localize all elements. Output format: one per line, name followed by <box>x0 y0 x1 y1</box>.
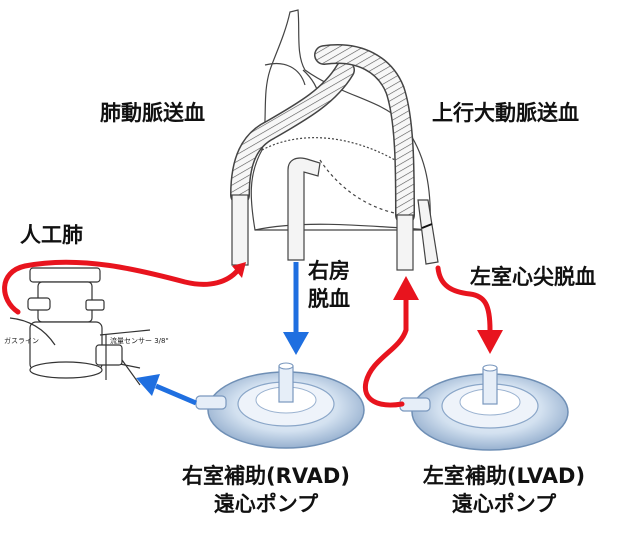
label-pulmonary-artery-return: 肺動脈送血 <box>100 101 205 125</box>
label-artificial-lung: 人工肺 <box>20 223 83 247</box>
label-right-atrium-drain-1: 右房 <box>308 259 350 283</box>
blue-arrowhead-down <box>283 332 309 355</box>
red-arrowhead-up <box>393 276 419 300</box>
red-flow-apex-to-lvad <box>435 265 493 333</box>
label-lvad-line2: 遠心ポンプ <box>451 492 557 516</box>
label-flow-sensor: 流量センサー 3/8" <box>110 337 169 345</box>
red-flow-to-pulmonary-artery <box>2 259 241 315</box>
label-ascending-aorta-return: 上行大動脈送血 <box>432 101 579 125</box>
label-rvad-line2: 遠心ポンプ <box>213 492 319 516</box>
red-flow-lvad-to-aorta <box>362 295 409 408</box>
label-rvad: 右室補助(RVAD) 遠心ポンプ <box>166 462 366 518</box>
red-arrowhead-down-lvad <box>477 330 503 354</box>
blue-flow-rvad-to-lung <box>155 383 197 406</box>
red-arrowhead-pulmonary <box>232 262 246 278</box>
ascending-aorta-cannula <box>314 44 415 271</box>
label-rvad-line1: 右室補助(RVAD) <box>182 464 350 488</box>
oxygenator-device <box>9 267 151 386</box>
pulmonary-artery-cannula <box>230 60 355 266</box>
rvad-pump <box>195 362 365 449</box>
label-right-atrium-drain-2: 脱血 <box>308 287 350 311</box>
label-lvad: 左室補助(LVAD) 遠心ポンプ <box>404 462 604 518</box>
blue-arrowhead-left <box>136 374 160 396</box>
label-lv-apex-drain: 左室心尖脱血 <box>470 265 596 289</box>
label-gas-line: ガスライン <box>4 337 39 345</box>
lvad-pump <box>399 364 569 451</box>
label-lvad-line1: 左室補助(LVAD) <box>422 464 586 488</box>
lv-apex-cannula <box>417 199 439 265</box>
right-atrium-cannula <box>287 157 321 261</box>
